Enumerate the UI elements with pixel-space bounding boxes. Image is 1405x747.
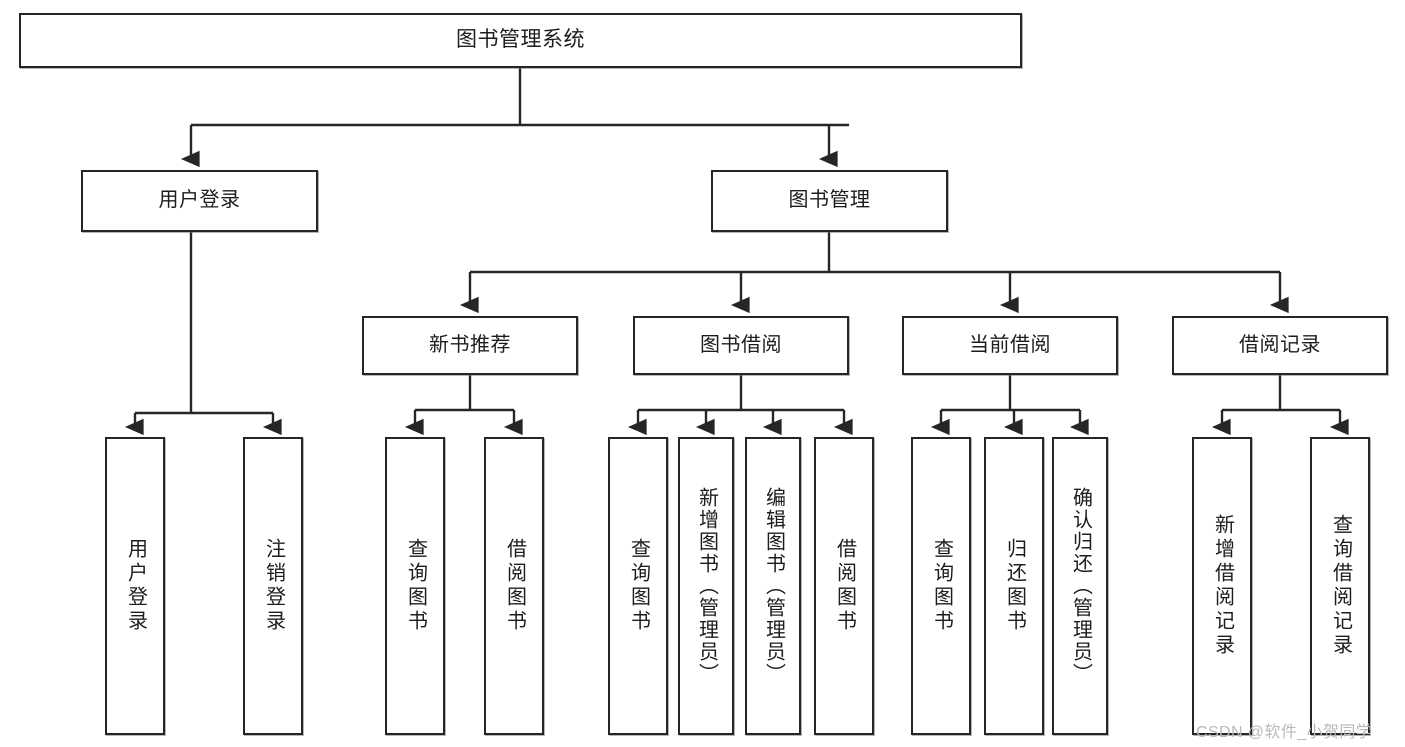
node-leaf-label: 查询借阅记录	[1329, 514, 1352, 658]
node-l3-current-borrow[interactable]: 当前借阅	[902, 316, 1118, 375]
node-l3-label: 当前借阅	[969, 333, 1051, 356]
node-leaf-leaf-borrow-book-1[interactable]: 借阅图书	[484, 437, 544, 735]
node-leaf-label: 查询图书	[627, 538, 650, 634]
node-leaf-label: 查询图书	[930, 538, 953, 634]
node-leaf-leaf-return-book[interactable]: 归还图书	[984, 437, 1044, 735]
node-leaf-label: 查询图书	[404, 538, 427, 634]
node-root-label: 图书管理系统	[456, 28, 585, 52]
node-l3-new-book-recommend[interactable]: 新书推荐	[362, 316, 578, 375]
node-l3-borrow-record[interactable]: 借阅记录	[1172, 316, 1388, 375]
node-leaf-leaf-user-logout[interactable]: 注销登录	[243, 437, 303, 735]
node-leaf-label: 借阅图书	[503, 538, 526, 634]
node-l2-user-login[interactable]: 用户登录	[81, 170, 318, 232]
node-l3-label: 借阅记录	[1239, 333, 1321, 356]
node-leaf-label: 注销登录	[262, 538, 285, 634]
node-leaf-leaf-query-book-1[interactable]: 查询图书	[385, 437, 445, 735]
node-leaf-label: 新增图书（管理员）	[695, 487, 718, 685]
node-l3-label: 新书推荐	[429, 333, 511, 356]
node-leaf-leaf-edit-book[interactable]: 编辑图书（管理员）	[745, 437, 801, 735]
node-leaf-leaf-query-record[interactable]: 查询借阅记录	[1310, 437, 1370, 735]
node-leaf-leaf-query-book-3[interactable]: 查询图书	[911, 437, 971, 735]
node-l3-label: 图书借阅	[700, 333, 782, 356]
node-leaf-leaf-add-book[interactable]: 新增图书（管理员）	[678, 437, 734, 735]
node-l2-label: 图书管理	[788, 189, 871, 212]
node-leaf-leaf-add-record[interactable]: 新增借阅记录	[1192, 437, 1252, 735]
node-leaf-label: 用户登录	[124, 538, 147, 634]
node-leaf-label: 新增借阅记录	[1211, 514, 1234, 658]
node-leaf-leaf-confirm-return[interactable]: 确认归还（管理员）	[1052, 437, 1108, 735]
node-leaf-label: 归还图书	[1003, 538, 1026, 634]
node-leaf-leaf-user-login[interactable]: 用户登录	[105, 437, 165, 735]
node-leaf-label: 编辑图书（管理员）	[762, 487, 785, 685]
node-leaf-label: 确认归还（管理员）	[1069, 487, 1092, 685]
watermark: CSDN @软件_小贺同学	[1196, 724, 1373, 741]
node-l2-book-manage[interactable]: 图书管理	[711, 170, 948, 232]
node-l3-book-borrow[interactable]: 图书借阅	[633, 316, 849, 375]
node-leaf-leaf-query-book-2[interactable]: 查询图书	[608, 437, 668, 735]
node-root[interactable]: 图书管理系统	[19, 13, 1022, 68]
node-leaf-label: 借阅图书	[833, 538, 856, 634]
node-l2-label: 用户登录	[158, 189, 241, 212]
node-leaf-leaf-borrow-book-2[interactable]: 借阅图书	[814, 437, 874, 735]
